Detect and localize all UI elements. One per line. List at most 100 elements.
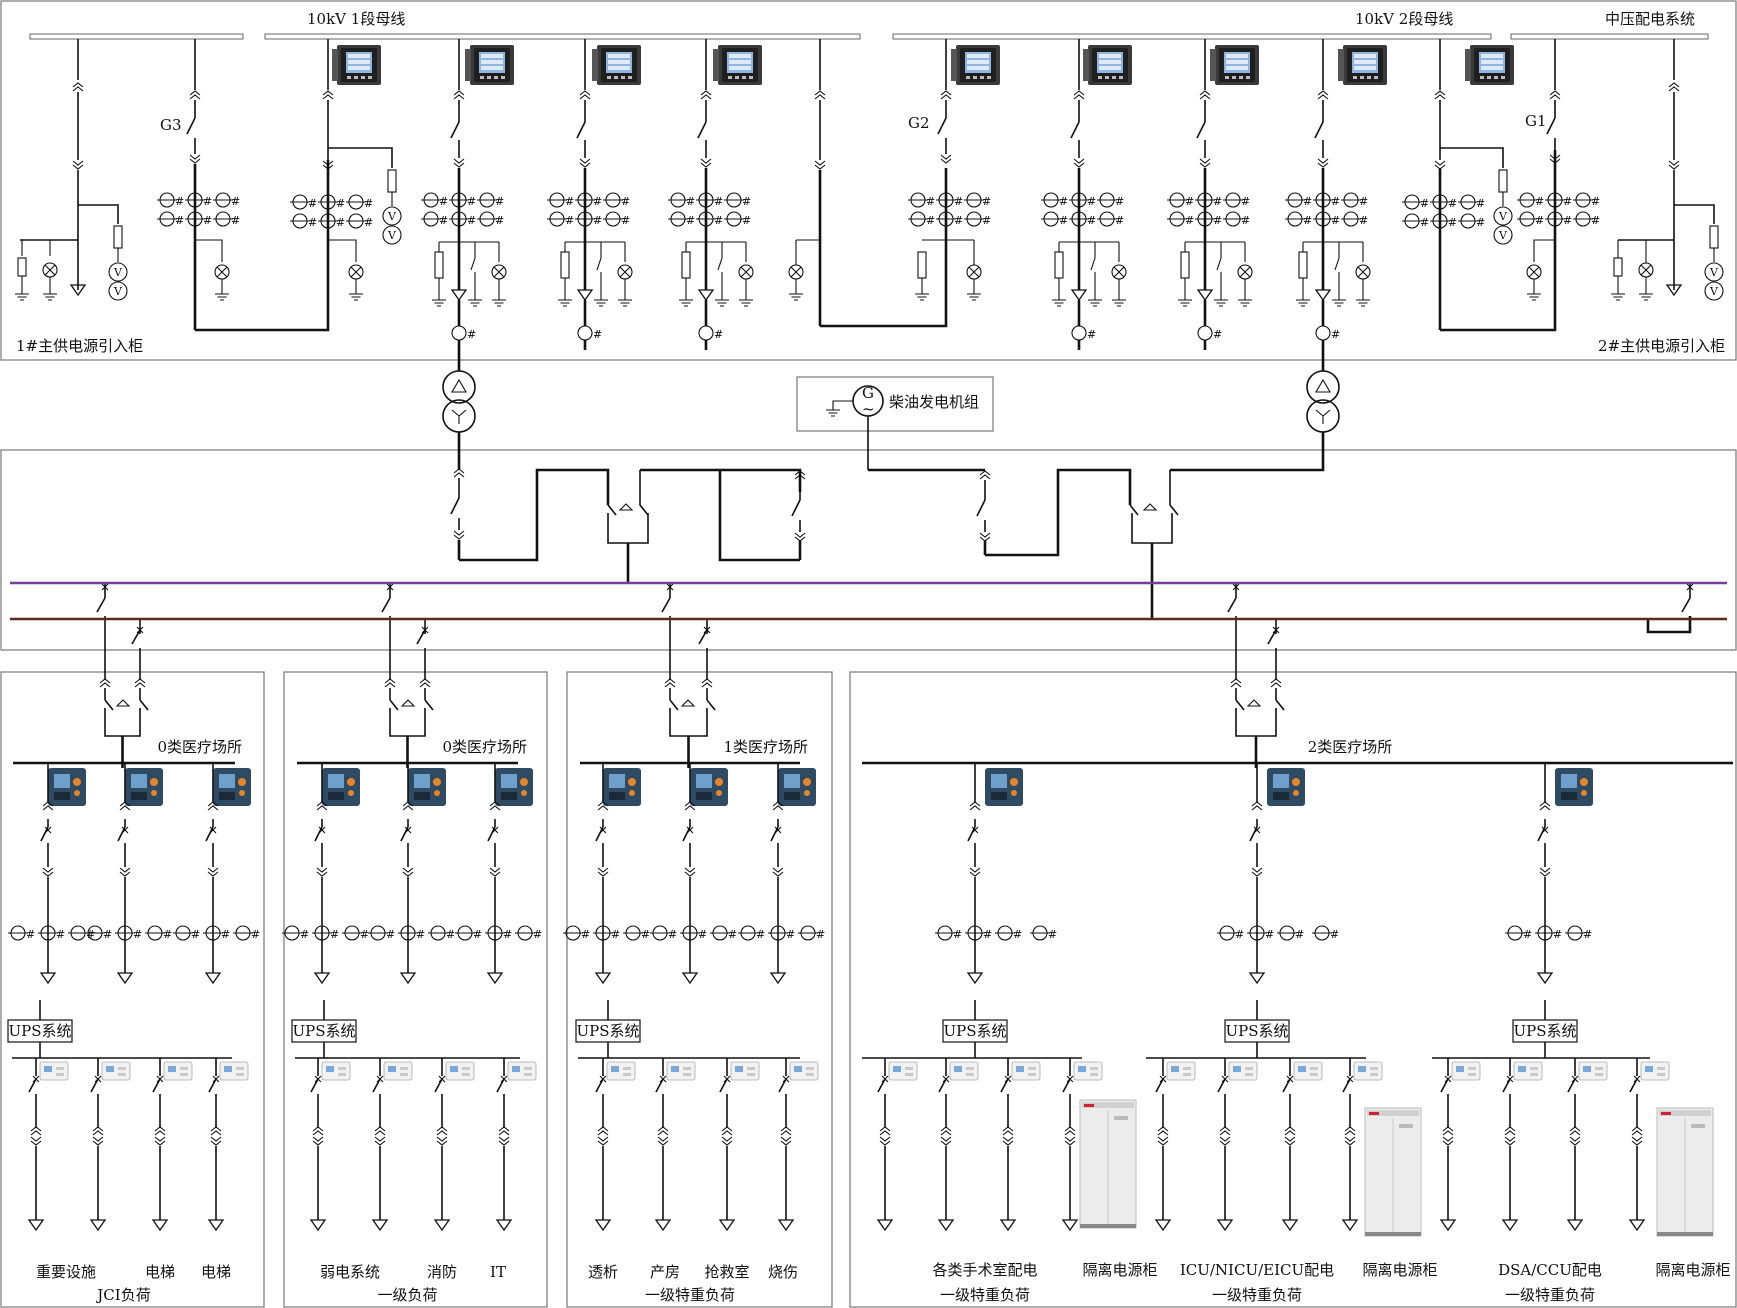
wire — [424, 699, 434, 711]
feeder-g2: ###### — [907, 39, 991, 301]
ct-mark: # — [621, 214, 630, 227]
earth — [1295, 299, 1311, 307]
load-label: 重要设施 — [36, 1263, 96, 1281]
wire — [1681, 597, 1691, 613]
ups-label: UPS系统 — [1225, 1022, 1288, 1040]
voltmeter — [1704, 262, 1724, 282]
ct-mark: # — [251, 928, 260, 941]
drawout-contact — [579, 158, 591, 168]
load-chain — [1630, 1058, 1644, 1230]
feeder-g1: ###### — [1516, 39, 1600, 301]
current-transformer — [345, 194, 367, 210]
ct-mark: # — [1476, 197, 1485, 210]
fuse — [387, 169, 397, 193]
current-transformer — [1564, 925, 1586, 941]
earth — [1051, 299, 1067, 307]
ct-mark: # — [714, 328, 723, 341]
ct-mark: # — [565, 195, 574, 208]
breaker-mark — [386, 583, 394, 591]
voltmeter — [1493, 225, 1513, 245]
zero-sequence-ct — [698, 325, 714, 341]
fuse — [681, 251, 691, 279]
ct-mark: # — [698, 928, 707, 941]
wire — [618, 503, 634, 511]
ct-mark: # — [203, 214, 212, 227]
current-transformer — [1401, 213, 1423, 229]
mv-power-meter — [713, 45, 762, 85]
lv-power-meter — [603, 768, 641, 806]
din-device — [507, 1061, 537, 1081]
load-chain — [435, 1058, 449, 1230]
surge-arrester — [1197, 289, 1213, 301]
voltmeter-v: V — [1498, 229, 1508, 242]
earth — [1177, 299, 1193, 307]
section-1: 0类医疗场所#########UPS系统重要设施电梯电梯JCI负荷 — [7, 678, 260, 1304]
wire — [416, 629, 426, 645]
wire — [1235, 708, 1277, 737]
wire — [139, 699, 149, 711]
ct-mark: # — [336, 197, 345, 210]
current-transformer — [1311, 925, 1333, 941]
ct-mark: # — [386, 928, 395, 941]
ct-mark: # — [439, 195, 448, 208]
ct-mark: # — [495, 195, 504, 208]
wire — [1170, 432, 1325, 472]
ct-mark: # — [300, 928, 309, 941]
generator-box — [796, 376, 994, 432]
wire — [1546, 117, 1556, 135]
ct-mark: # — [1359, 214, 1368, 227]
mv-power-meter — [465, 45, 514, 85]
load-chain — [1001, 1058, 1015, 1230]
ct-mark: # — [621, 195, 630, 208]
din-device — [101, 1061, 131, 1081]
ct-mark: # — [439, 214, 448, 227]
ct-mark: # — [1359, 195, 1368, 208]
load-chain — [1441, 1058, 1455, 1230]
wire — [195, 239, 223, 262]
earth — [467, 299, 483, 307]
ct-mark: # — [1185, 214, 1194, 227]
ct-mark: # — [231, 195, 240, 208]
ct-mark: # — [473, 928, 482, 941]
drawout-contact — [134, 678, 146, 688]
ct-mark: # — [1115, 214, 1124, 227]
outgoing-feeder-5: ####### — [1166, 39, 1253, 350]
drawout-contact — [814, 160, 826, 170]
section-frame-4 — [849, 671, 1737, 1308]
load-chain — [939, 1058, 953, 1230]
load-chain — [497, 1058, 511, 1230]
ct-mark: # — [467, 328, 476, 341]
mv-power-meters — [332, 45, 1514, 85]
current-transformer — [172, 925, 194, 941]
ct-mark: # — [756, 928, 765, 941]
ct-mark: # — [954, 214, 963, 227]
current-transformer — [723, 192, 745, 208]
isolation-cabinet — [1656, 1107, 1714, 1237]
mv-system-label: 中压配电系统 — [1605, 10, 1695, 28]
load-chain — [373, 1058, 387, 1230]
drawout-contact — [664, 678, 676, 688]
load-chain — [1568, 1058, 1582, 1230]
wire — [576, 121, 586, 139]
current-transformer — [709, 925, 731, 941]
wire — [1267, 629, 1277, 645]
current-transformer — [144, 925, 166, 941]
earth — [966, 293, 982, 301]
ct-mark: # — [1059, 214, 1068, 227]
wire — [328, 147, 393, 168]
current-transformer — [1340, 192, 1362, 208]
current-transformer — [963, 211, 985, 227]
wire — [1131, 513, 1173, 544]
ct-mark: # — [364, 216, 373, 229]
transformer-feeder-1: ####### — [420, 39, 507, 371]
ct-mark: # — [175, 214, 184, 227]
earth — [1111, 299, 1127, 307]
current-transformer — [1166, 211, 1188, 227]
bus-coupler-riser — [788, 39, 948, 328]
mv-switchgear-frame — [0, 0, 1737, 361]
ups-label: UPS系统 — [292, 1022, 355, 1040]
incoming1-label: 1#主供电源引入柜 — [16, 337, 143, 355]
ct-mark: # — [1535, 214, 1544, 227]
fuse — [434, 251, 444, 279]
fuse — [1180, 251, 1190, 279]
